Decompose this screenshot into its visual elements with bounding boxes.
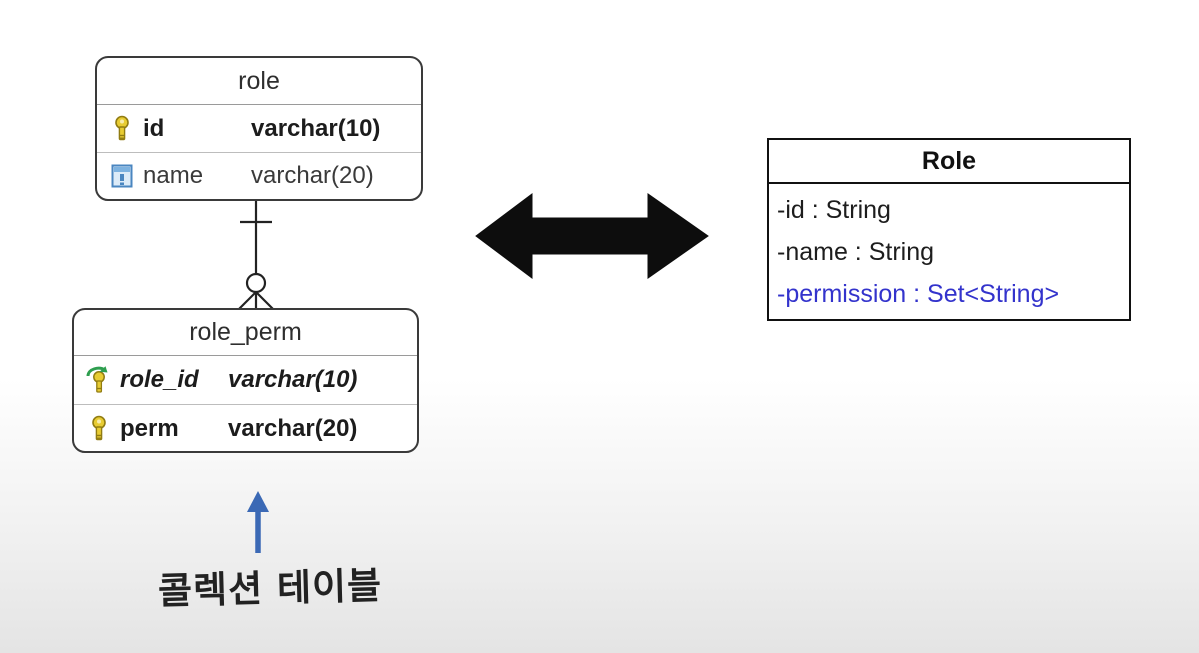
uml-attribute: -name : String <box>777 238 935 266</box>
er-table-role-perm: role_perm role_id varchar(10) perm va <box>72 308 419 453</box>
column-name: role_id <box>120 366 199 393</box>
column-type: varchar(20) <box>228 414 358 442</box>
uml-attribute-list: -id : String -name : String -permission … <box>769 184 1129 320</box>
uml-attribute-permission: -permission : Set<String> <box>777 280 1060 308</box>
mapping-double-arrow-icon <box>475 193 709 279</box>
column-icon <box>107 161 137 191</box>
uml-class-role: Role -id : String -name : String -permis… <box>767 138 1131 321</box>
foreign-primary-key-icon <box>84 365 114 395</box>
primary-key-icon <box>107 114 137 144</box>
er-table-role-perm-title: role_perm <box>74 310 417 356</box>
annotation-up-arrow-icon <box>247 491 269 553</box>
table-row: perm varchar(20) <box>74 404 417 451</box>
table-row: id varchar(10) <box>97 105 421 152</box>
column-type: varchar(10) <box>251 114 381 142</box>
annotation-label: 콜렉션 테이블 <box>157 564 383 613</box>
table-row: role_id varchar(10) <box>74 356 417 404</box>
column-type: varchar(10) <box>228 366 358 393</box>
uml-attribute: -id : String <box>777 196 891 224</box>
column-name: perm <box>120 414 179 442</box>
column-name: name <box>143 162 204 189</box>
primary-key-icon <box>84 414 114 444</box>
table-row: name varchar(20) <box>97 152 421 199</box>
column-type: varchar(20) <box>251 162 374 189</box>
er-table-role-title: role <box>97 58 421 105</box>
er-table-role: role id varchar(10) name varchar(20) <box>95 56 423 201</box>
one-to-many-connector <box>238 201 274 310</box>
column-name: id <box>143 114 165 142</box>
uml-class-title: Role <box>769 140 1129 184</box>
